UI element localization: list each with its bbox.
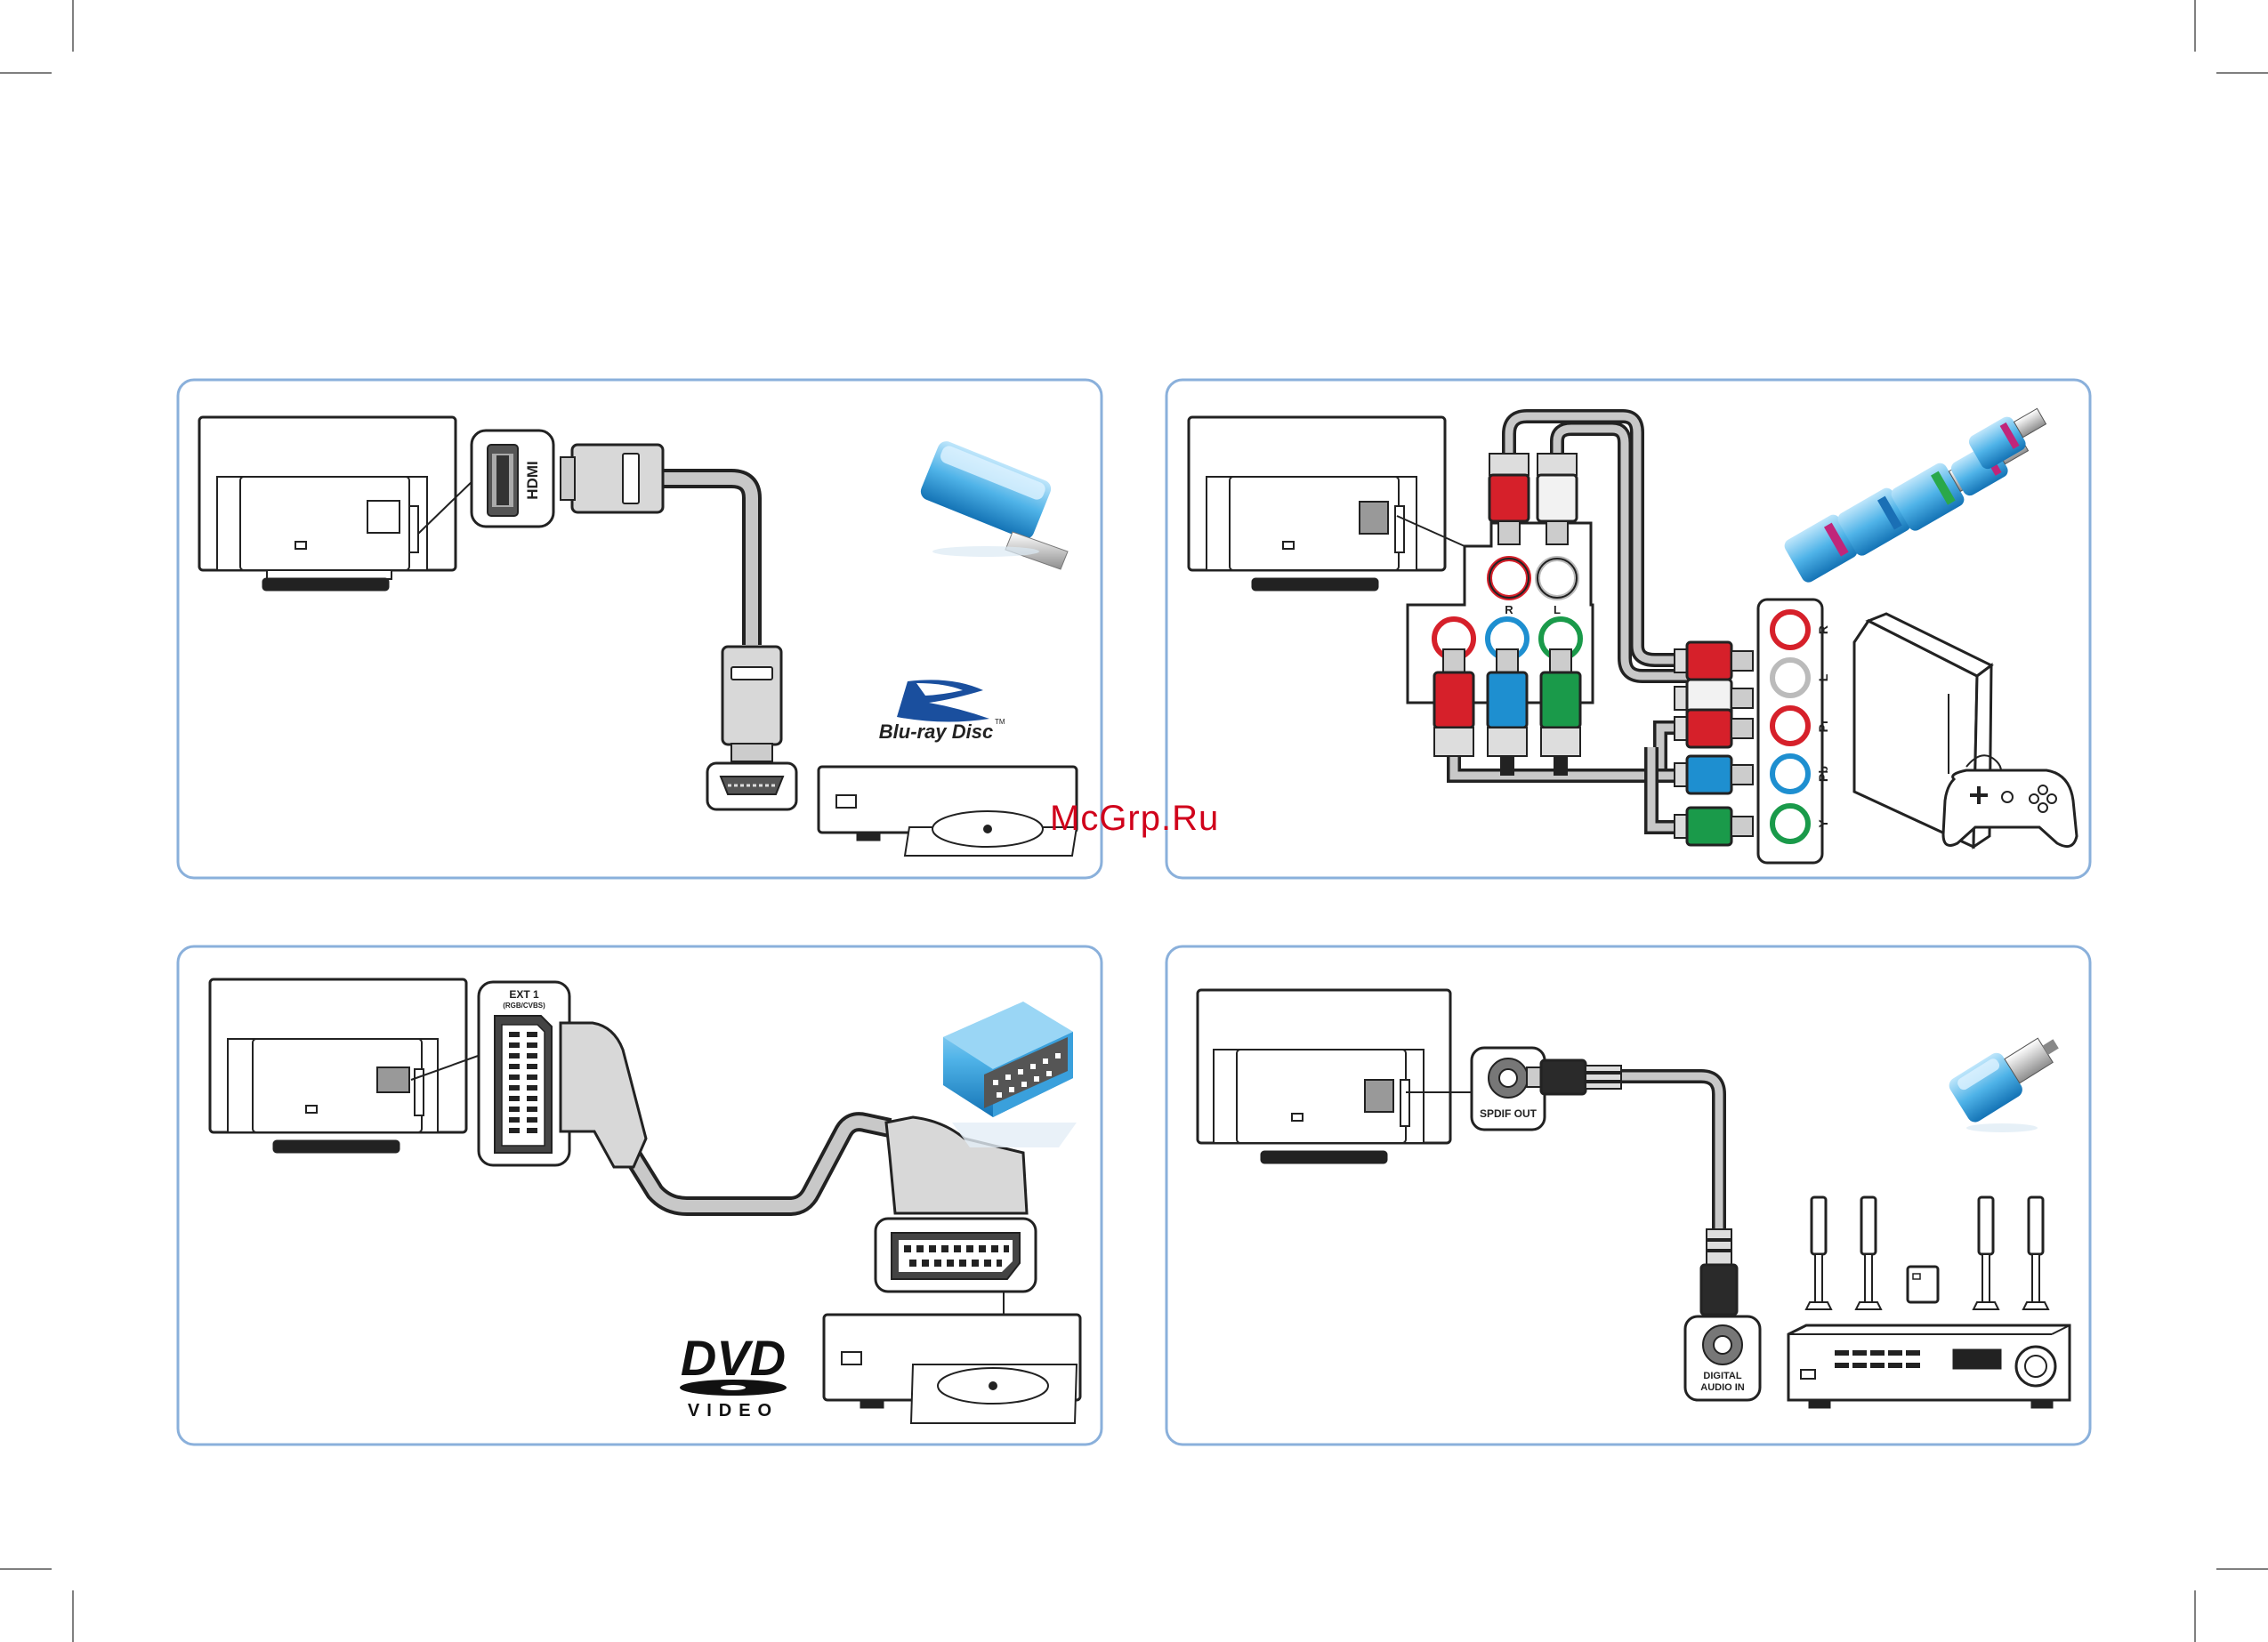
device-label-l: L	[1816, 673, 1830, 681]
bluray-tm: TM	[995, 718, 1005, 726]
scart-port-label: EXT 1	[509, 988, 539, 1001]
bluray-logo-text: Blu-ray Disc	[879, 720, 993, 743]
spdif-out-port: SPDIF OUT	[1472, 1048, 1545, 1130]
dvd-video-logo: DVD VIDEO	[680, 1330, 787, 1421]
panel-scart: EXT 1 (RGB/CVBS)	[178, 946, 1102, 1445]
hdmi-port-label: HDMI	[524, 461, 541, 499]
panel-hdmi: HDMI Blu-ra	[178, 380, 1102, 878]
dvd-logo-main: DVD	[681, 1330, 786, 1386]
device-jack-strip: R L Pr Pb Y	[1758, 600, 1830, 863]
dvd-player-icon	[824, 1315, 1080, 1423]
tv-back-icon	[1189, 417, 1445, 590]
panel-component: R L	[1166, 380, 2090, 878]
digital-audio-label-2: AUDIO IN	[1700, 1382, 1745, 1393]
tv-back-icon	[199, 417, 456, 590]
device-label-r: R	[1816, 625, 1830, 634]
device-label-pb: Pb	[1816, 766, 1830, 782]
panel-spdif: SPDIF OUT DIGITAL AUDIO IN	[1166, 946, 2090, 1445]
spdif-out-label: SPDIF OUT	[1480, 1107, 1538, 1120]
av-receiver-icon	[1788, 1325, 2070, 1407]
subwoofer-icon	[1908, 1267, 1938, 1302]
tv-back-icon	[210, 979, 466, 1152]
tv-jack-label-r: R	[1505, 603, 1513, 616]
scart-port-sublabel: (RGB/CVBS)	[503, 1002, 545, 1010]
scart-port-callout: EXT 1 (RGB/CVBS)	[479, 982, 569, 1165]
tv-jack-label-l: L	[1554, 603, 1561, 616]
device-label-y: Y	[1816, 819, 1830, 828]
digital-audio-label-1: DIGITAL	[1703, 1371, 1741, 1381]
digital-audio-in-port: DIGITAL AUDIO IN	[1685, 1316, 1760, 1400]
hdmi-port-callout: HDMI	[472, 431, 553, 527]
hdmi-port-icon	[496, 455, 509, 505]
device-label-pr: Pr	[1816, 719, 1830, 732]
watermark: McGrp.Ru	[1050, 799, 1219, 839]
tv-back-icon	[1198, 990, 1450, 1163]
dvd-logo-sub: VIDEO	[688, 1401, 779, 1421]
hdmi-device-port	[707, 763, 796, 809]
